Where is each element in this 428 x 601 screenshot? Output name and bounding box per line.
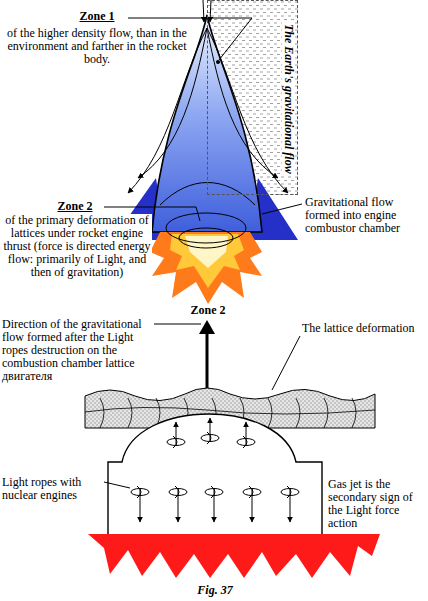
rope-symbol	[169, 486, 187, 522]
lattice-line	[100, 398, 104, 428]
rope-arrow	[140, 488, 141, 522]
lattice-line	[352, 398, 356, 428]
zone-heading: Zone 1	[4, 10, 190, 23]
rope-symbol	[201, 418, 219, 444]
lattice-line	[85, 407, 375, 414]
combustion-chamber	[108, 414, 322, 534]
flow-column: The Earth's gravitational flow	[207, 0, 298, 195]
light-ropes	[131, 418, 299, 522]
rope-symbol	[243, 486, 261, 522]
lattice-line	[268, 398, 272, 428]
flow-lines	[128, 28, 288, 248]
rope-symbol	[237, 422, 255, 448]
callout-note: Direction of the gravitational flow form…	[2, 318, 152, 383]
lattice-line	[128, 398, 132, 428]
callout-note: The lattice deformation	[302, 322, 426, 335]
rope-symbol	[131, 486, 149, 522]
zone-description: of the primary deformation of lattices u…	[2, 214, 152, 279]
gas-jet	[88, 534, 380, 578]
column-label: The Earth's gravitational flow	[282, 22, 295, 176]
callout-note: Gravitational flow formed into engine co…	[305, 196, 425, 235]
arrow-head	[199, 320, 215, 334]
rope-arrow	[290, 488, 291, 522]
rope-arrow	[176, 422, 177, 446]
rope-arrow	[210, 418, 211, 442]
rope-arrow	[178, 488, 179, 522]
rope-symbol	[281, 486, 299, 522]
rope-symbol	[167, 422, 185, 448]
pointer-dot	[216, 60, 220, 64]
rope-symbol	[205, 486, 223, 522]
rope-arrow	[214, 488, 215, 522]
figure-caption: Fig. 37	[170, 584, 260, 597]
flow-direction-arrow	[206, 332, 209, 392]
rope-arrow	[246, 422, 247, 446]
lattice-line	[296, 398, 300, 428]
zone-heading: Zone 2	[170, 304, 246, 317]
callout-note: Gas jet is the secondary sign of the Lig…	[328, 478, 426, 530]
flame-centre	[185, 236, 228, 268]
zone-description: of the higher density flow, than in the …	[4, 27, 190, 66]
callout-note: Light ropes with nuclear engines	[2, 476, 102, 502]
zone-heading: Zone 2	[4, 200, 146, 213]
leader-lines-bottom	[104, 324, 338, 550]
rope-arrow	[252, 488, 253, 522]
